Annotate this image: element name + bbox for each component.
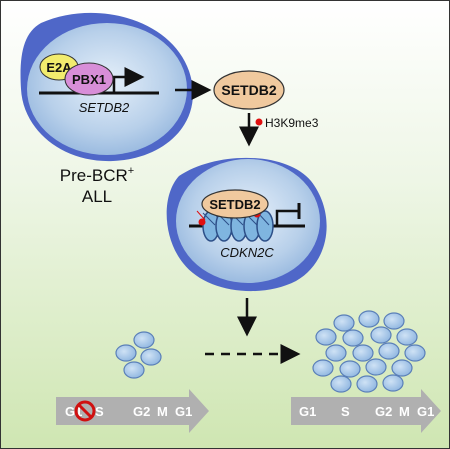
phase-g1-end: G1	[175, 404, 192, 419]
cell	[115, 344, 137, 362]
methyl-mark	[198, 218, 206, 226]
cell-type-label-line2: ALL	[82, 187, 112, 206]
e2a-label: E2A	[46, 60, 72, 75]
pbx1-protein	[64, 62, 114, 96]
blocked-promoter	[275, 209, 299, 226]
gene-cdkn2c-label: CDKN2C	[220, 245, 274, 260]
phase-s: S	[341, 404, 350, 419]
cell-cycle-bar-right	[291, 389, 441, 433]
gene-setdb2-label: SETDB2	[79, 100, 130, 115]
nucleosome	[256, 210, 274, 242]
cell-cycle-arrow-progressing: G1 S G2 M G1	[291, 389, 441, 433]
phase-m: M	[157, 404, 168, 419]
prohibition-icon	[74, 400, 96, 422]
phase-s: S	[95, 404, 104, 419]
cell	[140, 348, 162, 366]
phase-g2: G2	[133, 404, 150, 419]
phase-g1-end: G1	[417, 404, 434, 419]
setdb2-protein: SETDB2	[213, 70, 285, 110]
setdb2-bound-label: SETDB2	[209, 197, 260, 212]
cell	[133, 331, 155, 349]
h3k9me3-label: H3K9me3	[265, 116, 319, 130]
pre-bcr-all-cell: E2A PBX1 SETDB2	[20, 12, 193, 162]
promoter-arrow	[112, 67, 145, 93]
cell	[123, 361, 145, 379]
methyl-mark-dot	[255, 118, 263, 126]
phase-m: M	[399, 404, 410, 419]
nucleosomes	[202, 210, 274, 242]
setdb2-bound	[201, 189, 269, 219]
setdb2-protein-label: SETDB2	[221, 82, 276, 98]
cell-cycle-bar-left	[56, 389, 209, 433]
repressed-cell: SETDB2 CDKN2C	[166, 157, 327, 292]
phase-g2: G2	[375, 404, 392, 419]
proliferating-cells-cluster	[312, 310, 426, 393]
phase-g1: G1	[299, 404, 316, 419]
few-cells-cluster	[115, 331, 162, 379]
cell-cycle-arrow-arrested: G1 S G2 M G1	[56, 389, 209, 433]
cell-type-label-line1: Pre-BCR+	[60, 165, 134, 185]
pbx1-label: PBX1	[72, 72, 106, 87]
